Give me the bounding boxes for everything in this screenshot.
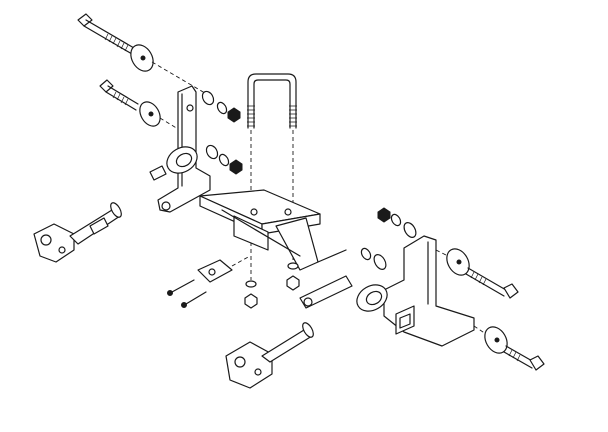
left-washer-upper	[130, 44, 154, 72]
axis-line-clamp	[231, 255, 251, 267]
lock-nuts	[244, 262, 300, 309]
right-washer-upper	[446, 248, 470, 276]
left-bracket	[149, 85, 211, 213]
left-clevis-pin	[33, 202, 122, 263]
left-washer-middle	[139, 101, 161, 127]
small-clamp-plate	[197, 259, 233, 283]
bottom-clevis-pin	[225, 322, 314, 389]
axis-line-right-lower	[473, 325, 487, 335]
u-bolt	[247, 73, 297, 129]
left-hardware-stack	[201, 90, 243, 175]
center-crossmember	[199, 189, 347, 271]
small-screw-right	[181, 291, 207, 308]
right-bolt-lower	[503, 345, 545, 371]
right-bolt-upper	[465, 267, 519, 299]
middle-left-bolt	[99, 79, 139, 111]
small-screw-left	[167, 279, 195, 296]
right-washer-lower	[484, 326, 508, 354]
right-bracket	[299, 235, 475, 347]
upper-left-bolt	[77, 13, 135, 55]
right-hardware-stack	[360, 207, 417, 270]
axis-line-upper-left	[151, 61, 211, 97]
